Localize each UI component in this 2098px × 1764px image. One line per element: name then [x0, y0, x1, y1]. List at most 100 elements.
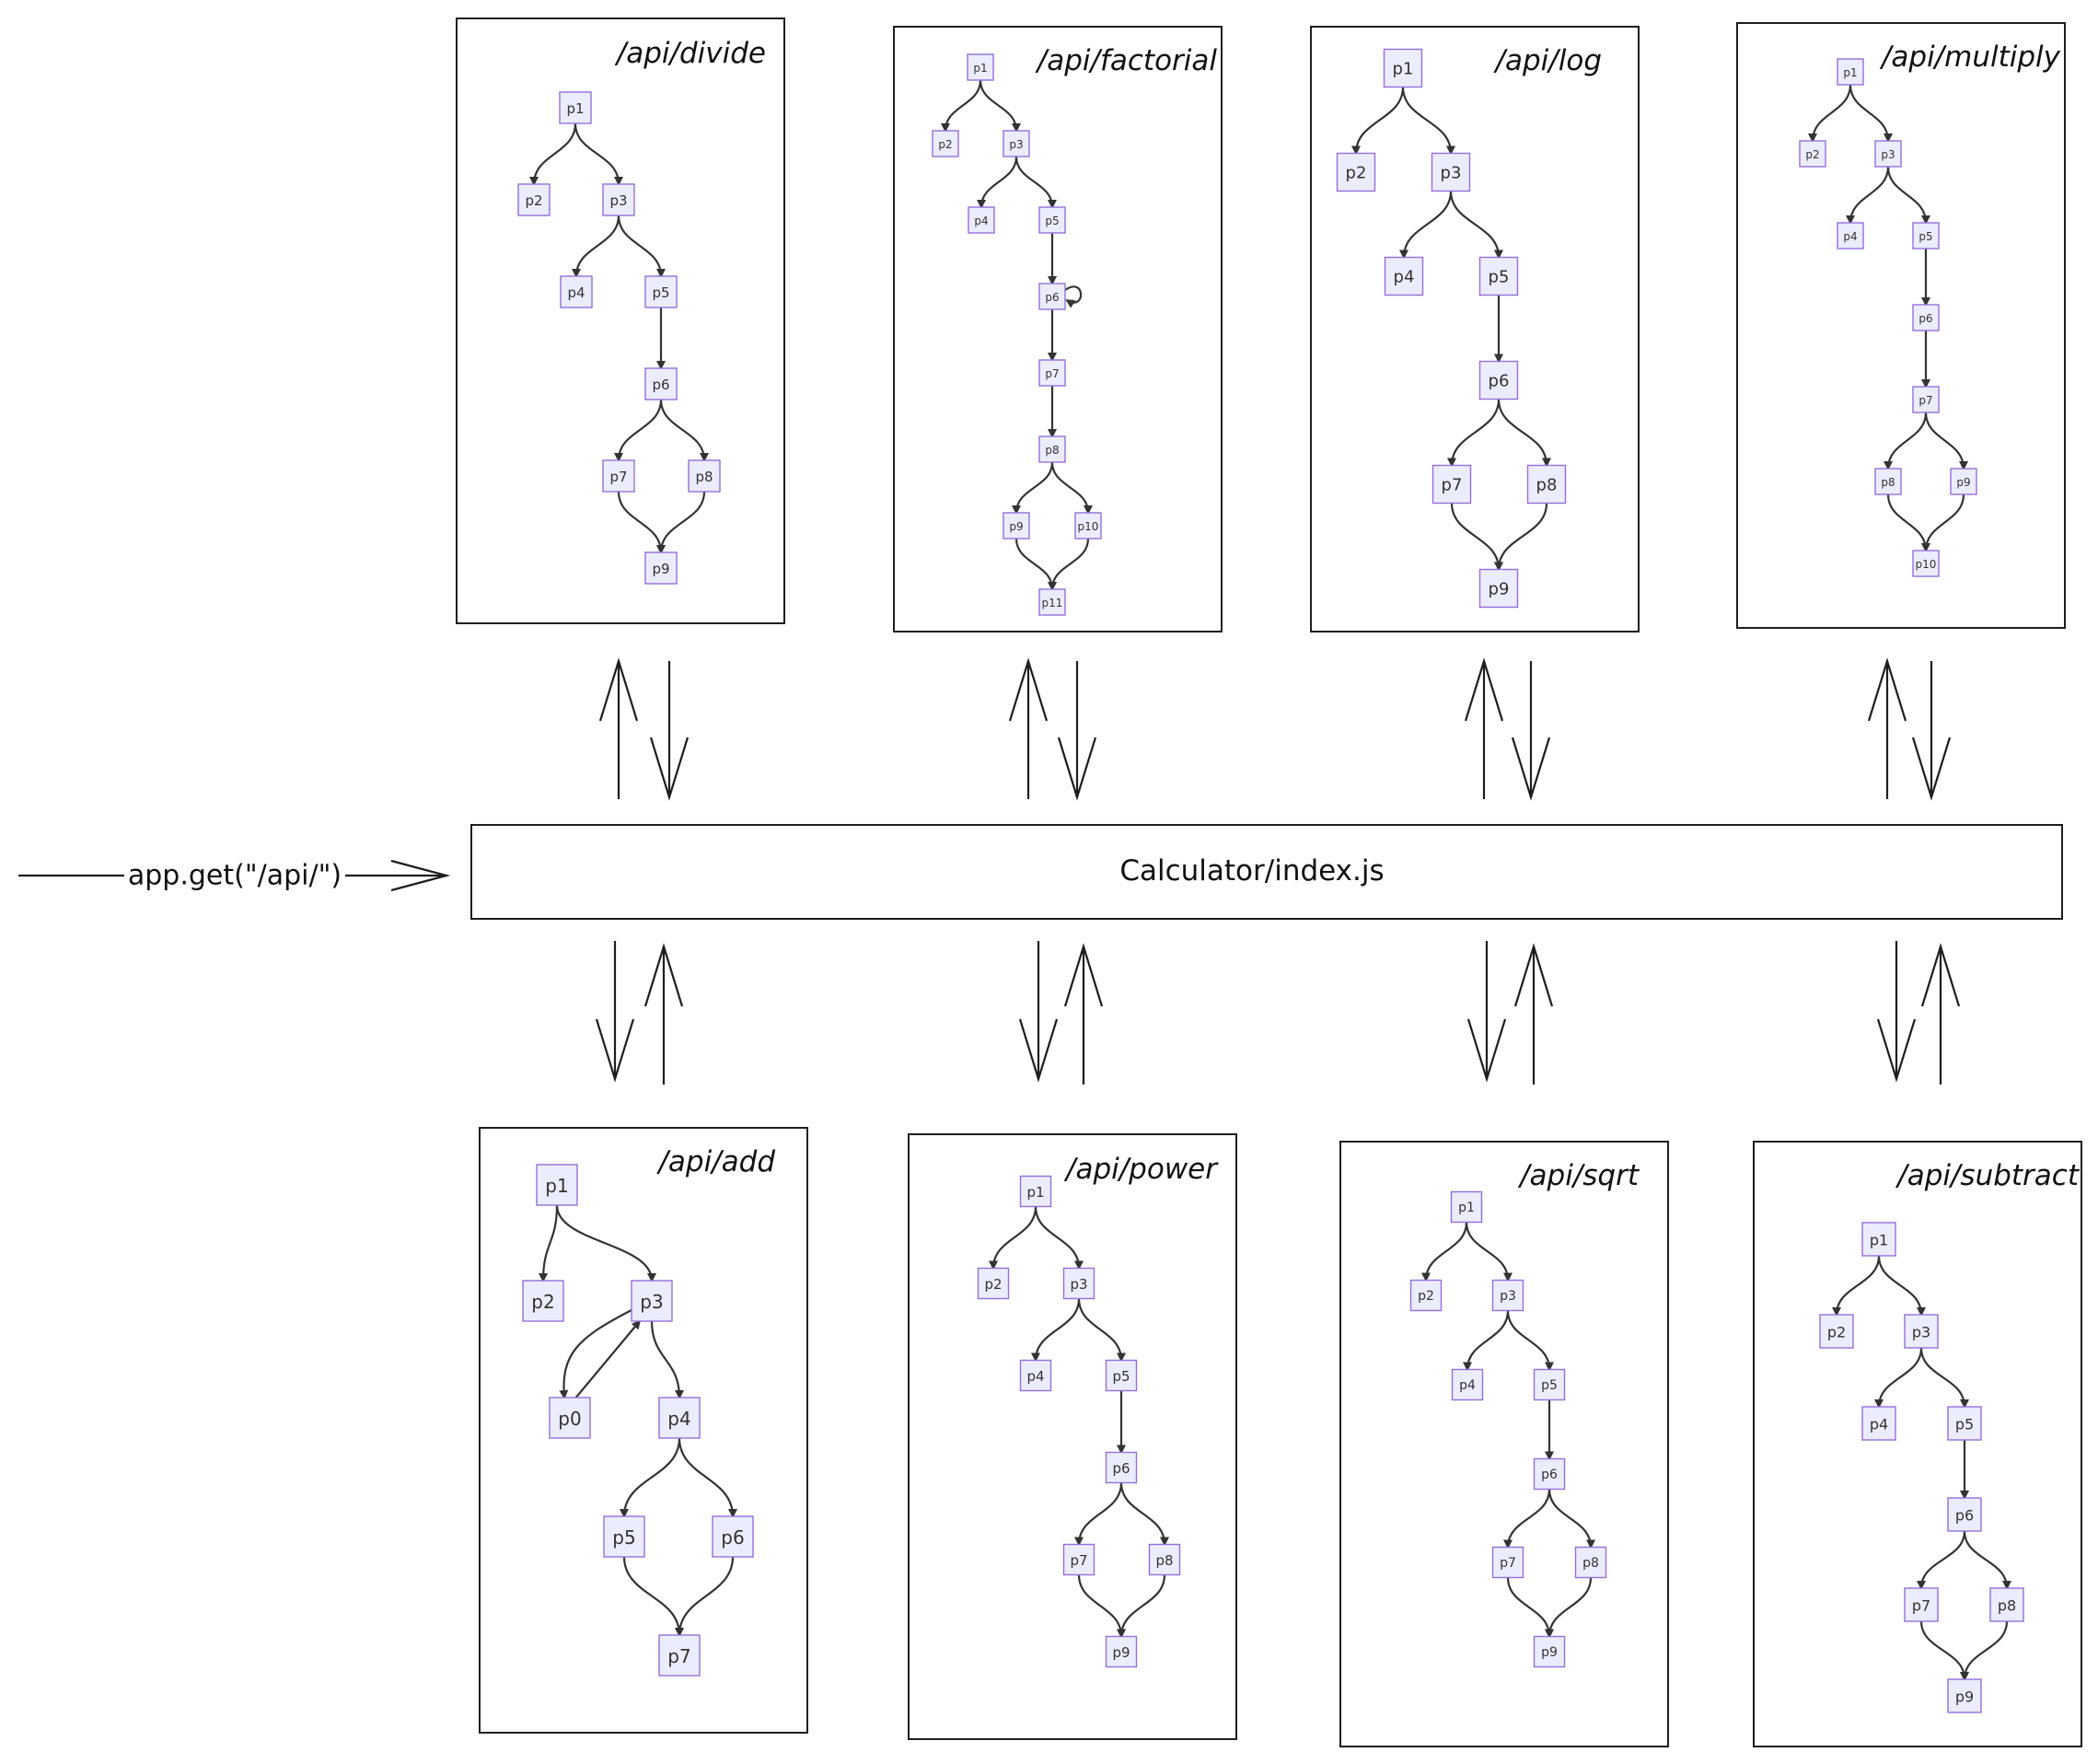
node-box: [559, 91, 592, 124]
node-divide-p4: p4: [560, 275, 593, 308]
edge-factorial-p3-p4: [977, 156, 1018, 209]
node-sqrt-p9: p9: [1533, 1635, 1566, 1668]
connector-arrows: [595, 657, 1961, 1085]
node-power-p9: p9: [1105, 1635, 1138, 1668]
node-box: [1432, 464, 1472, 505]
node-multiply-p9: p9: [1950, 468, 1977, 495]
node-factorial-p1: p1: [967, 53, 994, 81]
edge-factorial-p8-p10: [1050, 461, 1093, 515]
node-label: p1: [973, 62, 987, 75]
node-box: [1062, 1267, 1095, 1300]
node-label: p9: [652, 561, 669, 577]
edge-factorial-p6-p6: [1064, 285, 1083, 308]
node-label: p3: [1441, 164, 1462, 183]
panel-log-edges: [1351, 87, 1551, 572]
node-multiply-p6: p6: [1912, 304, 1940, 331]
node-subtract-p7: p7: [1904, 1587, 1939, 1622]
node-box: [1947, 1678, 1982, 1713]
edge-factorial-p3-p5: [1014, 156, 1057, 209]
node-box: [932, 130, 959, 157]
edge-add-p5-p7: [622, 1556, 684, 1637]
node-log-p2: p2: [1336, 152, 1376, 192]
node-multiply-p3: p3: [1874, 140, 1902, 168]
node-box: [1912, 304, 1940, 331]
node-add-p0: p0: [549, 1397, 591, 1439]
node-label: p2: [531, 1291, 554, 1313]
node-label: p9: [1956, 476, 1970, 489]
edge-subtract-p6-p8: [1963, 1530, 2011, 1590]
edge-add-p3-p4: [650, 1320, 684, 1399]
node-box: [1947, 1497, 1982, 1532]
edge-power-p3-p4: [1031, 1298, 1081, 1363]
node-divide-p3: p3: [602, 183, 635, 216]
node-box: [1947, 1406, 1982, 1441]
edge-power-p6-p8: [1119, 1482, 1169, 1547]
node-label: p5: [612, 1526, 635, 1549]
edge-power-p1-p2: [989, 1206, 1037, 1271]
node-box: [536, 1164, 578, 1206]
node-box: [1105, 1635, 1138, 1668]
panel-subtract-edges: [1832, 1255, 2011, 1681]
node-box: [602, 459, 635, 493]
node-box: [603, 1515, 645, 1558]
edge-log-p1-p2: [1351, 87, 1405, 156]
edge-add-p4-p5: [620, 1437, 681, 1518]
edge-factorial-p10-p11: [1048, 538, 1090, 591]
node-multiply-p2: p2: [1799, 140, 1826, 168]
node-label: p3: [1500, 1289, 1516, 1304]
panel-power-edges: [989, 1206, 1169, 1639]
node-label: p4: [1394, 268, 1415, 287]
connector-up-from-bottom-panel-3: [1920, 943, 1961, 1085]
edge-add-p6-p7: [675, 1556, 735, 1637]
edge-log-p7-p9: [1450, 503, 1503, 572]
node-box: [1383, 48, 1423, 88]
edge-sqrt-p1-p2: [1421, 1222, 1468, 1282]
node-divide-p2: p2: [517, 183, 551, 216]
node-label: p3: [1070, 1276, 1087, 1293]
node-box: [1450, 1190, 1483, 1224]
node-factorial-p4: p4: [968, 206, 995, 234]
node-label: p4: [1026, 1368, 1044, 1385]
edge-log-p8-p9: [1494, 503, 1548, 572]
node-box: [1038, 283, 1066, 310]
edge-add-p1-p3: [555, 1204, 656, 1282]
node-box: [1950, 468, 1977, 495]
node-label: p4: [1459, 1378, 1476, 1393]
node-box: [1874, 468, 1902, 495]
node-power-p8: p8: [1148, 1543, 1181, 1576]
edge-subtract-p8-p9: [1960, 1620, 2009, 1681]
node-box: [1861, 1406, 1896, 1441]
edge-log-p6-p7: [1447, 399, 1501, 468]
node-divide-p8: p8: [688, 459, 721, 493]
node-label: p1: [1843, 66, 1857, 79]
node-box: [1038, 588, 1066, 616]
node-box: [1837, 58, 1864, 86]
node-box: [1384, 256, 1424, 296]
node-box: [1837, 222, 1864, 250]
node-label: p6: [1112, 1460, 1130, 1477]
node-log-p7: p7: [1432, 464, 1472, 505]
node-label: p4: [567, 284, 585, 301]
node-box: [644, 551, 678, 585]
node-multiply-p7: p7: [1912, 386, 1940, 413]
edge-factorial-p8-p9: [1012, 461, 1054, 515]
node-power-p7: p7: [1062, 1543, 1095, 1576]
node-label: p10: [1078, 520, 1099, 533]
node-label: p1: [566, 100, 584, 117]
node-box: [560, 275, 593, 308]
node-box: [1019, 1359, 1052, 1392]
node-box: [1861, 1222, 1896, 1257]
node-label: p7: [1912, 1597, 1930, 1615]
node-label: p5: [1918, 230, 1932, 243]
node-divide-p6: p6: [644, 367, 678, 400]
edge-power-p6-p7: [1074, 1482, 1123, 1547]
node-subtract-p3: p3: [1904, 1314, 1939, 1349]
panel-add-box: [479, 1127, 808, 1734]
edge-divide-p8-p9: [656, 491, 706, 554]
node-label: p9: [1541, 1645, 1558, 1660]
node-box: [1431, 152, 1471, 192]
node-label: p8: [1998, 1597, 2016, 1615]
